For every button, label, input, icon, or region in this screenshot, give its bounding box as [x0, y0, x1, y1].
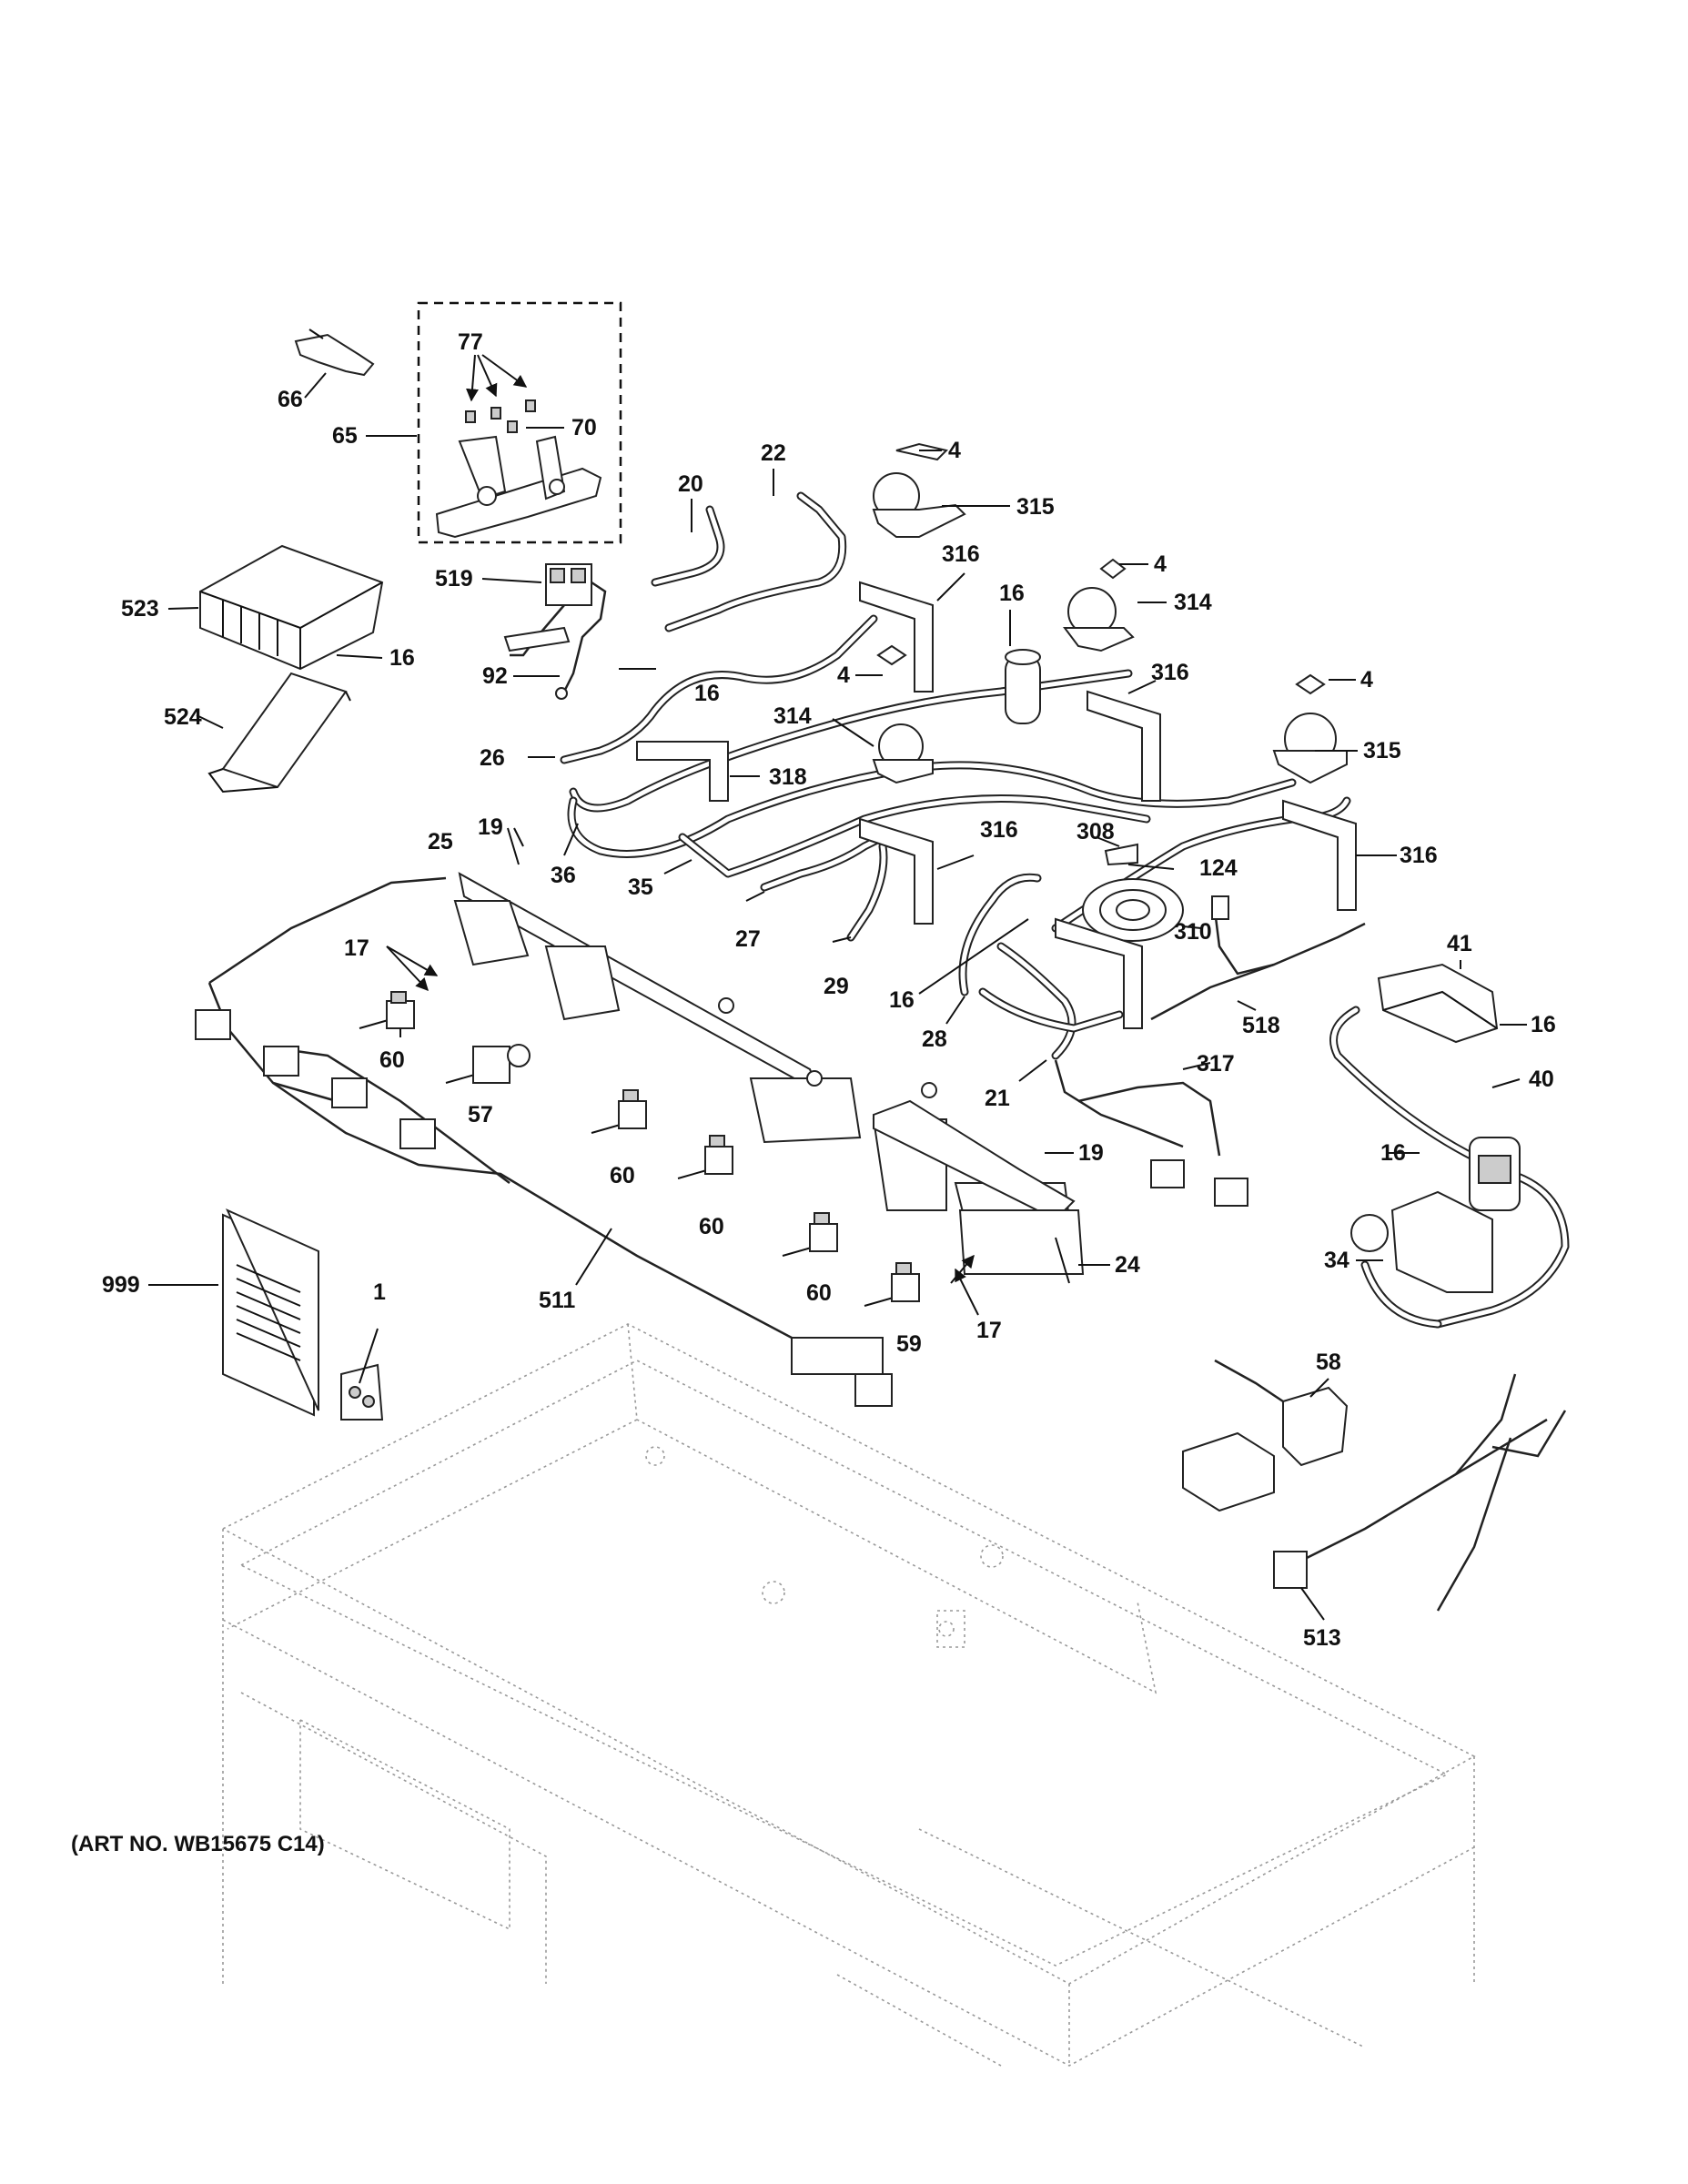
bracket-316-set — [636, 581, 1357, 925]
callout-16-d: 16 — [889, 987, 915, 1013]
callout-20: 20 — [678, 471, 703, 497]
callout-36: 36 — [551, 863, 576, 888]
callout-524: 524 — [164, 704, 202, 730]
callout-314-b: 314 — [773, 703, 812, 729]
callout-25: 25 — [428, 829, 453, 854]
callout-315-b: 315 — [1363, 738, 1401, 763]
callout-77: 77 — [458, 329, 483, 355]
callout-27: 27 — [735, 926, 761, 952]
callout-4-b: 4 — [1154, 551, 1167, 577]
art-number: (ART NO. WB15675 C14) — [71, 1832, 325, 1856]
callout-57: 57 — [468, 1102, 493, 1127]
callout-4-a: 4 — [948, 438, 961, 463]
callout-66: 66 — [278, 387, 303, 412]
harness-519 — [503, 563, 607, 700]
callout-60-d: 60 — [806, 1280, 832, 1306]
callout-92: 92 — [482, 663, 508, 689]
callout-518: 518 — [1242, 1013, 1280, 1038]
callout-318: 318 — [769, 764, 807, 790]
callout-17-a: 17 — [344, 935, 369, 961]
callout-60-a: 60 — [379, 1047, 405, 1073]
valve-60c — [677, 1135, 733, 1179]
callout-22: 22 — [761, 440, 786, 466]
callout-315-a: 315 — [1016, 494, 1055, 520]
callout-41: 41 — [1447, 931, 1472, 956]
burner-orifice-holders — [872, 442, 1348, 784]
module-41 — [1377, 963, 1499, 1044]
harness-21 — [1054, 1059, 1248, 1207]
callout-70: 70 — [571, 415, 597, 440]
callout-24: 24 — [1115, 1252, 1140, 1278]
callout-316-a: 316 — [942, 541, 980, 567]
callout-26: 26 — [480, 745, 505, 771]
callout-1: 1 — [373, 1279, 386, 1305]
callout-17-b: 17 — [976, 1318, 1002, 1343]
callout-60-b: 60 — [610, 1163, 635, 1188]
callout-519: 519 — [435, 566, 473, 592]
callout-19-b: 19 — [1078, 1140, 1104, 1166]
oven-chassis-outline — [222, 1323, 1476, 2067]
harness-513 — [1273, 1373, 1567, 1612]
callout-29: 29 — [824, 974, 849, 999]
callout-317: 317 — [1197, 1051, 1235, 1077]
callout-314-a: 314 — [1174, 590, 1212, 615]
callout-labels: 66 65 77 70 523 519 92 16 524 20 22 4 31… — [102, 329, 1556, 1651]
clip-66 — [294, 329, 375, 377]
bracket-524 — [207, 672, 351, 794]
gas-manifold-25 — [453, 872, 1076, 1257]
igniter-harness-511 — [195, 876, 893, 1407]
callout-40: 40 — [1529, 1067, 1554, 1092]
callout-16-e: 16 — [1531, 1012, 1556, 1037]
control-58 — [1182, 1359, 1349, 1512]
callout-124: 124 — [1199, 855, 1238, 881]
callout-34: 34 — [1324, 1248, 1349, 1273]
leader-lines — [148, 354, 1527, 1621]
burner-base-310 — [1082, 843, 1184, 942]
callout-59: 59 — [896, 1331, 922, 1357]
gas-tubing — [560, 491, 1570, 1329]
callout-19-a: 19 — [478, 814, 503, 840]
callout-310: 310 — [1174, 919, 1212, 945]
callout-60-c: 60 — [699, 1214, 724, 1239]
callout-35: 35 — [628, 875, 653, 900]
callout-16-a: 16 — [389, 645, 415, 671]
gas-valves — [359, 991, 920, 1307]
harness-518 — [1150, 895, 1366, 1021]
callout-513: 513 — [1303, 1625, 1341, 1651]
valve-59 — [864, 1262, 920, 1307]
callout-316-d: 316 — [1400, 843, 1438, 868]
bracket-317 — [1055, 917, 1143, 1029]
valve-40 — [1469, 1137, 1521, 1211]
callout-4-c: 4 — [837, 662, 850, 688]
callout-16-b: 16 — [999, 581, 1025, 606]
callout-511: 511 — [539, 1288, 575, 1313]
valve-60b — [591, 1089, 647, 1134]
valve-cylinder — [1005, 649, 1041, 724]
callout-308: 308 — [1076, 819, 1115, 844]
callout-28: 28 — [922, 1026, 947, 1052]
callout-58: 58 — [1316, 1350, 1341, 1375]
bracket-assembly-65 — [435, 399, 602, 539]
bracket-24 — [958, 1209, 1085, 1284]
hardware-bag-1 — [340, 1363, 384, 1421]
callout-523: 523 — [121, 596, 159, 622]
callout-316-c: 316 — [980, 817, 1018, 843]
kit-65-box — [417, 301, 622, 544]
manual-999 — [222, 1208, 319, 1417]
valve-60d — [782, 1212, 838, 1257]
callout-65: 65 — [332, 423, 358, 449]
callout-316-b: 316 — [1151, 660, 1189, 685]
valve-60a — [359, 991, 415, 1029]
callout-16-f: 16 — [1380, 1140, 1406, 1166]
callout-16-c: 16 — [694, 681, 720, 706]
callout-21: 21 — [985, 1086, 1010, 1111]
callout-999: 999 — [102, 1272, 140, 1298]
valve-57 — [445, 1044, 531, 1084]
callout-4-d: 4 — [1360, 667, 1373, 693]
bracket-34 — [1350, 1190, 1493, 1293]
terminal-block-523 — [199, 544, 384, 671]
